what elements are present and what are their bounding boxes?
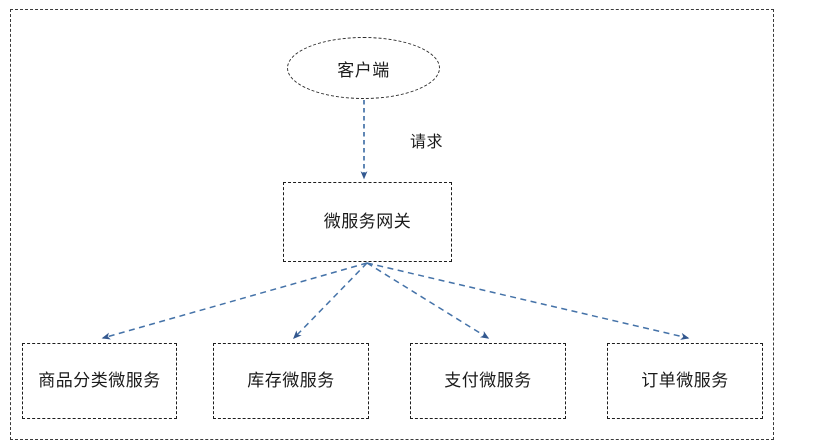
diagram-outer-frame [10,9,774,440]
node-service-product-category[interactable]: 商品分类微服务 [22,343,177,419]
node-service-order-label: 订单微服务 [641,370,729,390]
node-service-inventory-label: 库存微服务 [247,370,335,390]
node-service-payment-label: 支付微服务 [444,370,532,390]
edge-label-request: 请求 [410,134,444,151]
node-service-payment[interactable]: 支付微服务 [410,343,566,419]
node-client[interactable]: 客户端 [287,37,440,99]
node-service-order[interactable]: 订单微服务 [607,343,763,419]
node-gateway[interactable]: 微服务网关 [283,182,452,262]
node-gateway-label: 微服务网关 [323,211,412,231]
node-service-product-category-label: 商品分类微服务 [38,370,161,390]
node-client-label: 客户端 [337,60,390,80]
node-service-inventory[interactable]: 库存微服务 [213,343,369,419]
